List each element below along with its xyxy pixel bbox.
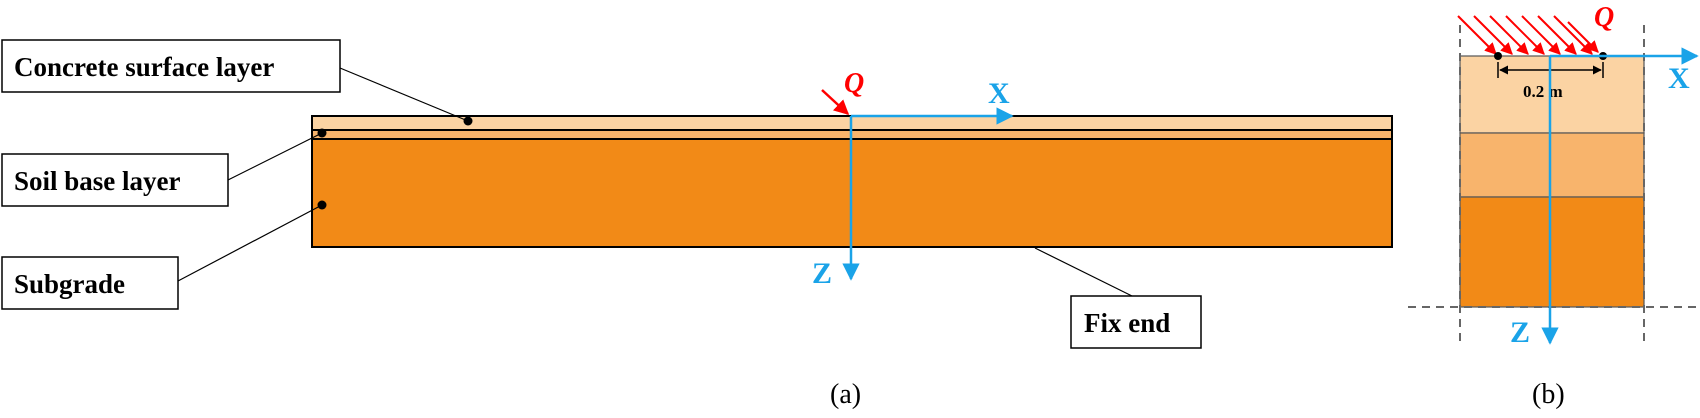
soil-marker-dot: [317, 128, 327, 138]
concrete-leader-line: [339, 67, 469, 122]
z-axis-label-b: Z: [1510, 316, 1530, 349]
subgrade-marker-dot: [317, 200, 327, 210]
subgrade-leader-line: [177, 204, 323, 282]
x-axis-label-b: X: [1668, 62, 1690, 95]
panel-a-caption: (a): [830, 379, 861, 410]
fix-end-label: Fix end: [1084, 308, 1170, 338]
panel-b-caption: (b): [1532, 379, 1565, 410]
distributed-load-arrows: [1457, 15, 1599, 55]
x-axis-label: X: [988, 77, 1010, 110]
subgrade-label-box: [1, 256, 179, 310]
concrete-label: Concrete surface layer: [14, 52, 274, 82]
soil-label: Soil base layer: [14, 166, 181, 196]
soil-base-layer-b: [1459, 132, 1645, 198]
subgrade-layer-b: [1459, 196, 1645, 308]
load-q-label-b: Q: [1594, 2, 1614, 33]
subgrade-label: Subgrade: [14, 269, 125, 299]
load-start-dot: [1494, 52, 1502, 60]
panel-b: Q 0.2 m X Z (b): [1408, 2, 1699, 410]
load-q-label: Q: [844, 68, 864, 99]
soil-leader-line: [227, 132, 323, 181]
panel-a: Concrete surface layer Soil base layer S…: [1, 39, 1393, 410]
concrete-label-box: [1, 39, 341, 93]
dimension-label: 0.2 m: [1523, 82, 1563, 101]
load-arrow: [821, 89, 850, 116]
fix-end-leader-line: [1034, 247, 1133, 297]
z-axis-label: Z: [812, 257, 832, 290]
soil-label-box: [1, 153, 229, 207]
fix-end-label-box: [1070, 295, 1202, 349]
concrete-marker-dot: [463, 116, 473, 126]
